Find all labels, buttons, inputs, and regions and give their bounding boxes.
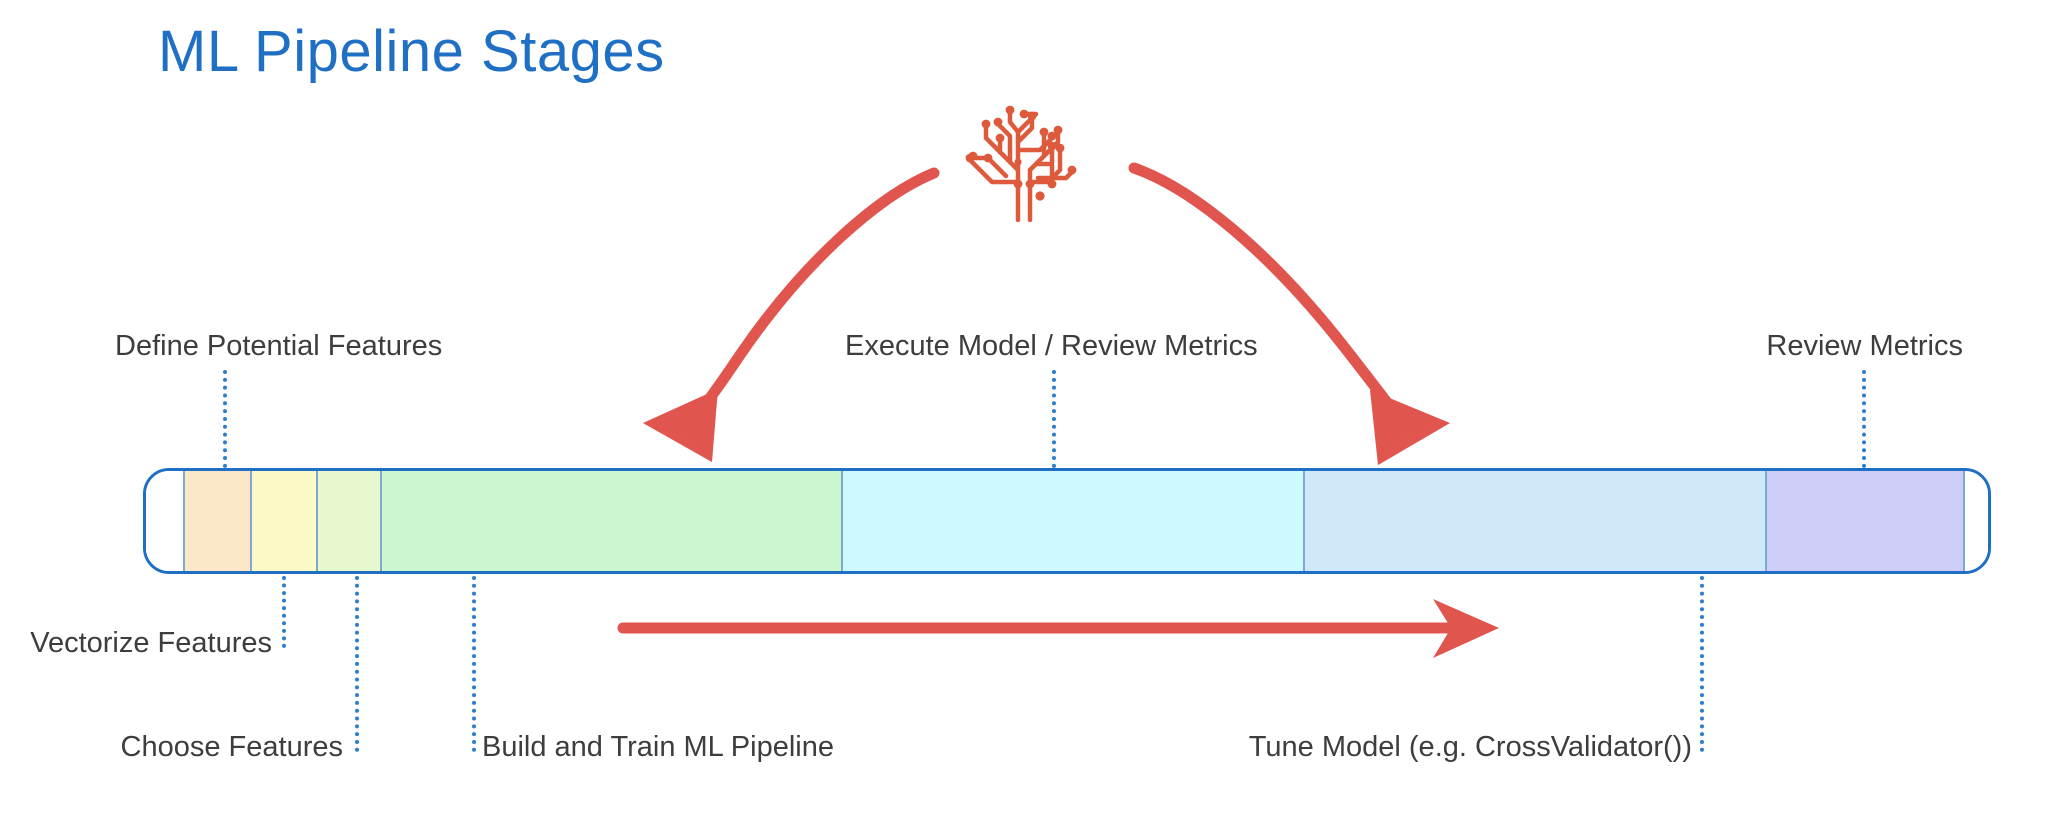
bar-segment-tune-model[interactable]	[1305, 471, 1767, 571]
bar-segment-start-cap	[146, 471, 185, 571]
leader-line-review-metrics	[1862, 370, 1866, 468]
label-vectorize-features: Vectorize Features	[30, 627, 272, 659]
bar-segment-define-potential-features[interactable]	[185, 471, 252, 571]
leader-line-vectorize-features	[282, 576, 286, 648]
bar-segment-review-metrics[interactable]	[1767, 471, 1965, 571]
leader-line-tune-model	[1700, 576, 1704, 752]
leader-line-build-and-train-ml-pipeline	[472, 576, 476, 752]
circuit-tree-icon	[948, 92, 1088, 223]
leader-line-execute-model-review-metrics	[1052, 370, 1056, 468]
label-build-and-train-ml-pipeline: Build and Train ML Pipeline	[482, 731, 834, 763]
bar-segment-vectorize-features[interactable]	[318, 471, 382, 571]
bar-segment-execute-model-review-metrics[interactable]	[843, 471, 1305, 571]
bar-segment-choose-features[interactable]	[252, 471, 318, 571]
bar-segment-end-cap	[1965, 471, 1988, 571]
pipeline-bar	[143, 468, 1991, 574]
label-tune-model: Tune Model (e.g. CrossValidator())	[1248, 731, 1692, 763]
leader-line-choose-features	[355, 576, 359, 752]
feedback-arrow-left	[643, 167, 940, 462]
page-title: ML Pipeline Stages	[158, 19, 665, 84]
feedback-arrow-right	[1128, 162, 1450, 465]
label-choose-features: Choose Features	[120, 731, 343, 763]
leader-line-define-potential-features	[223, 370, 227, 468]
label-review-metrics: Review Metrics	[1766, 330, 1963, 362]
bar-segment-build-and-train-ml-pipeline[interactable]	[382, 471, 843, 571]
progress-arrow	[617, 599, 1499, 658]
label-execute-model-review-metrics: Execute Model / Review Metrics	[845, 330, 1258, 362]
label-define-potential-features: Define Potential Features	[115, 330, 443, 362]
